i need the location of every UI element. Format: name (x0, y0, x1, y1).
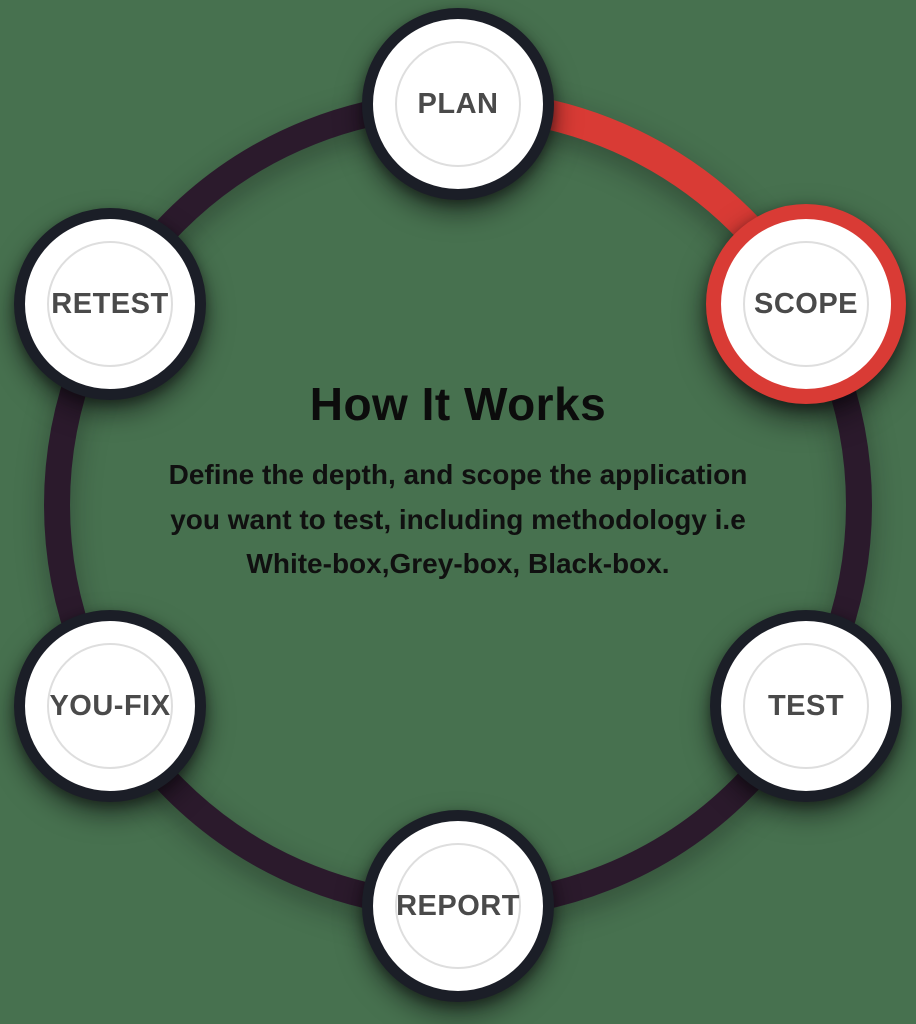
step-node-plan[interactable]: PLAN (362, 8, 554, 200)
step-label-retest: RETEST (51, 287, 169, 320)
center-text-block: How It Works Define the depth, and scope… (165, 378, 751, 587)
step-node-retest[interactable]: RETEST (14, 208, 206, 400)
node-inner-ring (47, 643, 173, 769)
step-label-you-fix: YOU-FIX (49, 689, 171, 722)
step-node-you-fix[interactable]: YOU-FIX (14, 610, 206, 802)
active-step-description: Define the depth, and scope the applicat… (168, 458, 748, 580)
step-label-test: TEST (767, 689, 845, 722)
node-inner-ring (743, 241, 869, 367)
step-node-report[interactable]: REPORT (362, 810, 554, 1002)
step-node-test[interactable]: TEST (710, 610, 902, 802)
node-inner-ring (395, 843, 521, 969)
node-inner-ring (743, 643, 869, 769)
node-inner-ring (395, 41, 521, 167)
node-inner-ring (47, 241, 173, 367)
diagram-title: How It Works (309, 378, 607, 430)
step-label-plan: PLAN (417, 87, 499, 120)
step-node-scope[interactable]: SCOPE (706, 204, 906, 404)
step-label-report: REPORT (396, 889, 520, 922)
step-label-scope: SCOPE (753, 287, 859, 320)
